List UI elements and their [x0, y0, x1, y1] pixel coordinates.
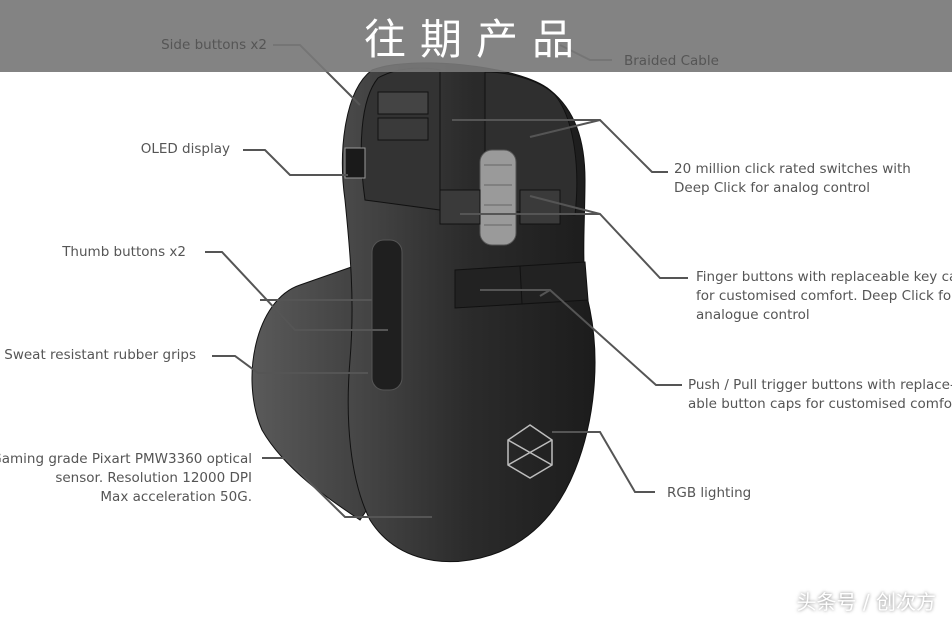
thumb-button: [371, 239, 403, 391]
finger-button-1: [439, 189, 481, 225]
label-rubber-grips: Sweat resistant rubber grips: [4, 347, 196, 363]
label-sensor: Gaming grade Pixart PMW3360 optical sens…: [0, 450, 252, 507]
label-thumb-buttons: Thumb buttons x2: [62, 244, 186, 260]
label-sensor-line3: Max acceleration 50G.: [100, 489, 252, 505]
label-sensor-line1: Gaming grade Pixart PMW3360 optical: [0, 451, 252, 467]
label-switches-line2: Deep Click for analog control: [674, 180, 870, 196]
label-finger-line3: analogue control: [696, 307, 810, 323]
oled-display: [344, 147, 366, 179]
scroll-wheel: [479, 149, 517, 246]
label-braided-cable: Braided Cable: [624, 53, 719, 69]
banner-title: 往期产品: [363, 15, 588, 64]
label-trigger-line2: able button caps for customised comfort: [688, 396, 952, 412]
label-oled-display: OLED display: [140, 141, 230, 157]
side-button-1: [377, 91, 429, 115]
label-finger-line1: Finger buttons with replaceable key caps: [696, 269, 952, 285]
rgb-logo: [507, 424, 553, 479]
label-finger-buttons: Finger buttons with replaceable key caps…: [696, 268, 952, 325]
label-finger-line2: for customised comfort. Deep Click for: [696, 288, 952, 304]
label-rgb-lighting: RGB lighting: [667, 485, 752, 501]
label-trigger-line1: Push / Pull trigger buttons with replace…: [688, 377, 952, 393]
watermark: 头条号 / 创次方: [796, 590, 936, 614]
label-side-buttons: Side buttons x2: [161, 37, 267, 53]
side-button-2: [377, 117, 429, 141]
label-sensor-line2: sensor. Resolution 12000 DPI: [55, 470, 252, 486]
label-trigger-buttons: Push / Pull trigger buttons with replace…: [688, 376, 952, 414]
title-banner: 往期产品: [0, 0, 952, 72]
label-switches: 20 million click rated switches with Dee…: [674, 160, 911, 198]
label-switches-line1: 20 million click rated switches with: [674, 161, 911, 177]
finger-button-2: [519, 189, 561, 225]
